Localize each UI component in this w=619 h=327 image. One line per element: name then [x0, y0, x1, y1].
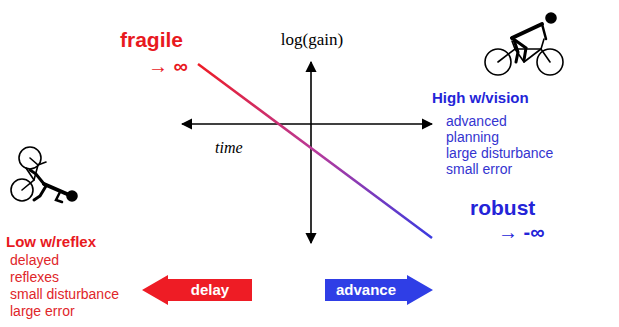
arrow-body: [325, 275, 433, 305]
list-item: delayed: [10, 252, 59, 268]
extreme-label: fragile: [120, 28, 183, 52]
delay-arrow: delay: [142, 275, 252, 305]
list-item: planning: [446, 129, 499, 145]
advance-arrow: advance: [325, 275, 433, 305]
list-item: reflexes: [10, 269, 59, 285]
arrow-label: delay: [191, 282, 229, 299]
list-item: small disturbance: [10, 286, 119, 302]
heading-label: High w/vision: [432, 89, 529, 106]
extreme-label: robust: [470, 196, 535, 220]
arrow-body: [142, 275, 252, 305]
gain-axis: [310, 62, 312, 243]
axis-label: time: [215, 139, 243, 157]
heading-label: Low w/reflex: [6, 233, 96, 250]
limit-label: → -∞: [498, 221, 544, 244]
time-axis: [182, 123, 432, 125]
cyclist-icon: [485, 13, 563, 75]
arrow-label: advance: [336, 282, 396, 299]
axis-label: log(gain): [281, 30, 343, 50]
list-item: large error: [10, 303, 75, 319]
list-item: large disturbance: [446, 145, 553, 161]
limit-label: → ∞: [148, 55, 188, 78]
fallen-cyclist-icon: [11, 147, 77, 202]
tradeoff-line: [198, 64, 432, 238]
list-item: advanced: [446, 113, 507, 129]
list-item: small error: [446, 161, 512, 177]
